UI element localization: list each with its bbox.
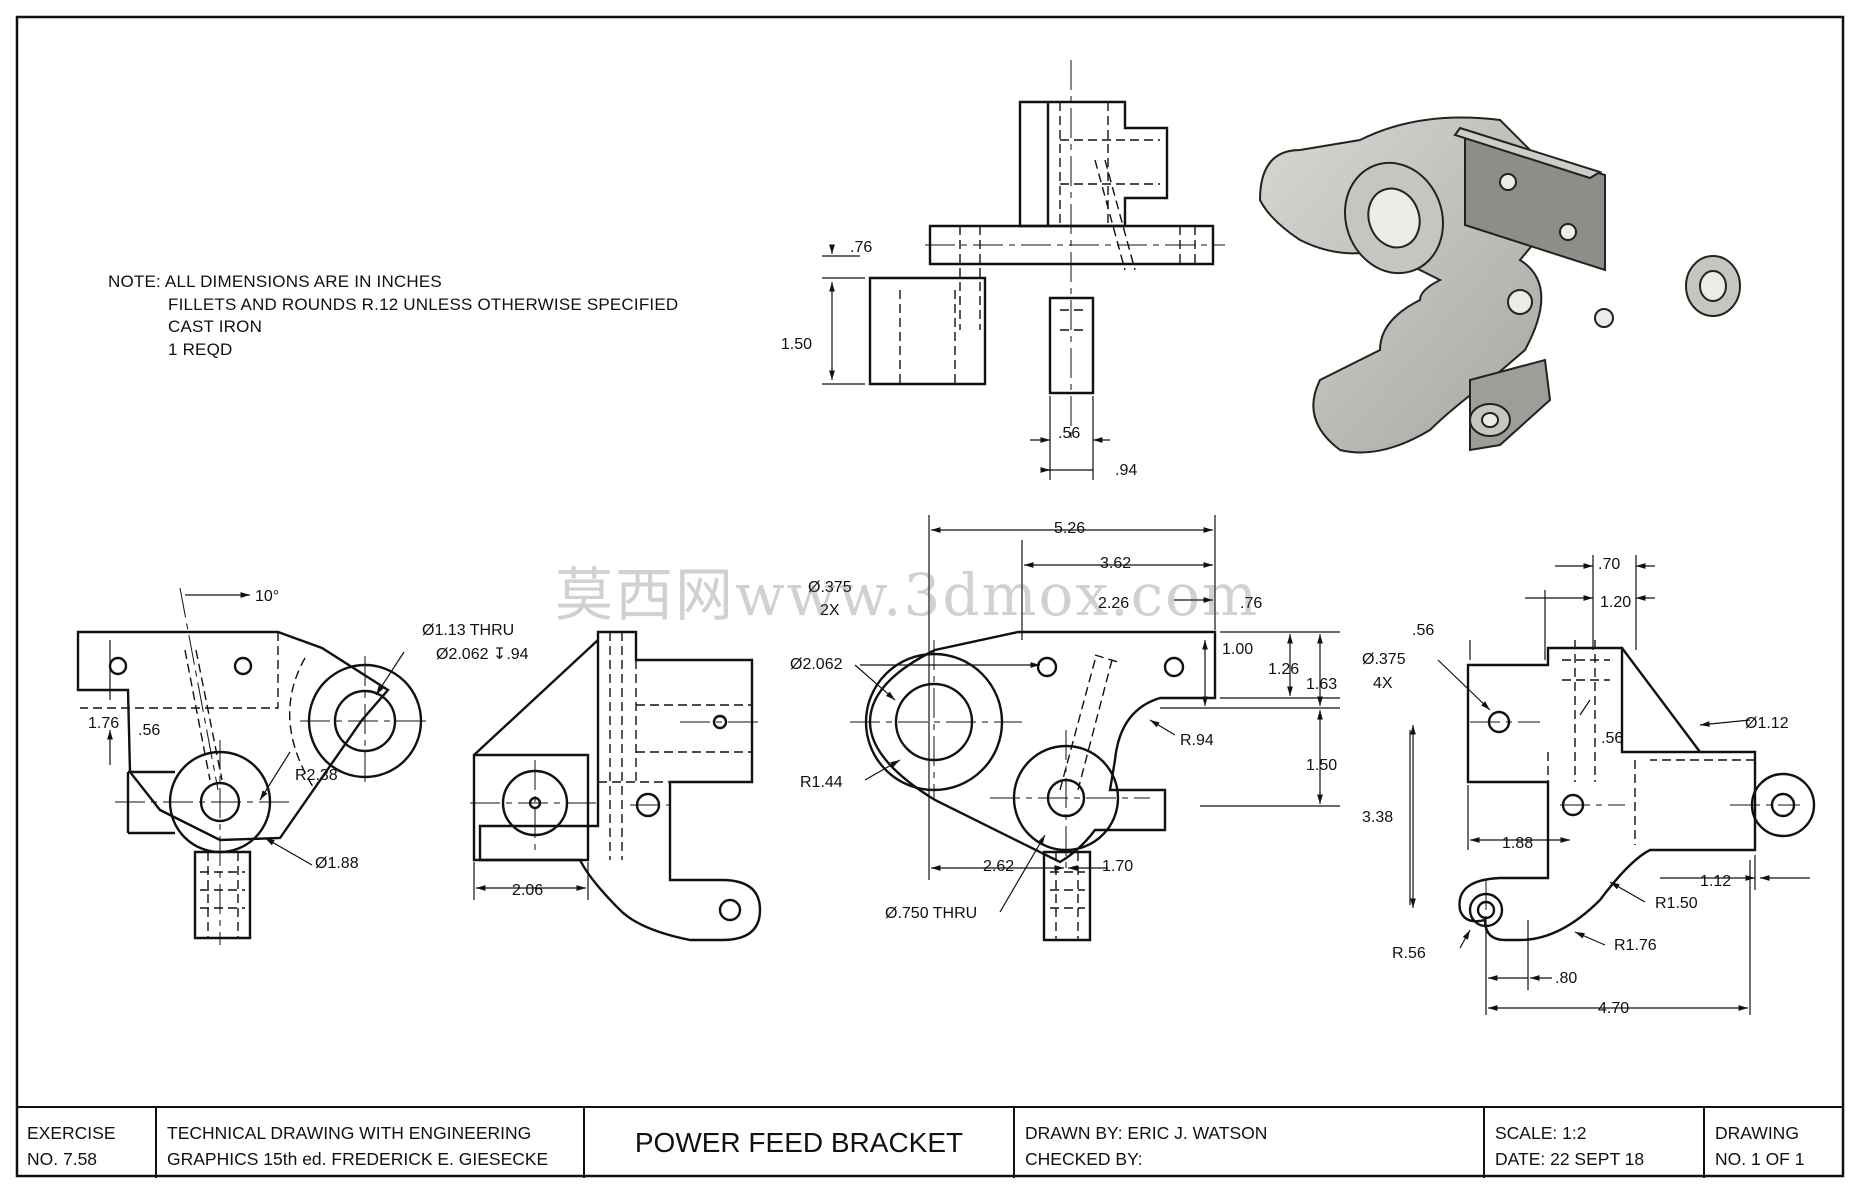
drawing-number: NO. 1 OF 1 [1715,1149,1805,1169]
dim-front-r144: R1.44 [800,774,843,791]
exercise-cell: EXERCISE NO. 7.58 [17,1108,157,1178]
top-view [868,60,1225,440]
dim-front-76: .76 [1240,595,1262,612]
drawn-by-cell: DRAWN BY: ERIC J. WATSON CHECKED BY: [1015,1108,1485,1178]
side-view [470,630,762,942]
dim-right-80: .80 [1555,970,1577,987]
dim-right-70: .70 [1598,556,1620,573]
title-cell: POWER FEED BRACKET [585,1108,1015,1178]
dim-top-150: 1.50 [781,336,812,353]
dim-left-thru: Ø1.13 THRU [422,622,514,639]
isometric-view [1258,116,1741,454]
date: DATE: 22 SEPT 18 [1495,1149,1645,1169]
dim-left-56: .56 [138,722,160,739]
title-block: EXERCISE NO. 7.58 TECHNICAL DRAWING WITH… [17,1106,1843,1178]
dim-right-d112: Ø1.12 [1745,715,1789,732]
dim-right-56b: .56 [1601,730,1623,747]
scale-date-cell: SCALE: 1:2 DATE: 22 SEPT 18 [1485,1108,1705,1178]
dim-right-120: 1.20 [1600,594,1631,611]
dim-top-76: .76 [850,239,872,256]
dim-front-126: 1.26 [1268,661,1299,678]
dim-front-362: 3.62 [1100,555,1131,572]
checked-by: CHECKED BY: [1025,1149,1143,1169]
drawn-by: DRAWN BY: ERIC J. WATSON [1025,1123,1268,1143]
dim-left-cbore: Ø2.062 ↧.94 [436,646,529,663]
dim-front-d750: Ø.750 THRU [885,905,977,922]
dim-front-2x: 2X [820,602,840,619]
note-line-3: CAST IRON [168,317,263,336]
note-line-1: NOTE: ALL DIMENSIONS ARE IN INCHES [108,272,442,291]
dim-right-4x: 4X [1373,675,1393,692]
dim-right-56a: .56 [1412,622,1434,639]
dim-top-56: .56 [1058,425,1080,442]
dim-left-d188: Ø1.88 [315,855,359,872]
sheet-border [15,15,1845,1178]
dim-left-10deg: 10° [255,588,279,605]
scale: SCALE: 1:2 [1495,1123,1587,1143]
note-line-2: FILLETS AND ROUNDS R.12 UNLESS OTHERWISE… [168,294,679,314]
drawing-number-cell: DRAWING NO. 1 OF 1 [1705,1108,1843,1178]
left-view [76,587,430,945]
dim-right-188: 1.88 [1502,835,1533,852]
textbook-line-2: GRAPHICS 15th ed. FREDERICK E. GIESECKE [167,1149,549,1169]
drawing-title: POWER FEED BRACKET [634,1127,964,1158]
dim-right-338: 3.38 [1362,809,1393,826]
textbook-line-1: TECHNICAL DRAWING WITH ENGINEERING [167,1123,532,1143]
dim-left-r238: R2.38 [295,767,338,784]
watermark: 莫西网www.3dmox.com [555,561,1259,629]
dim-front-526: 5.26 [1054,520,1085,537]
dim-top-94: .94 [1115,462,1137,479]
exercise-label: EXERCISE [27,1123,116,1143]
dim-front-262: 2.62 [983,858,1014,875]
textbook-cell: TECHNICAL DRAWING WITH ENGINEERING GRAPH… [157,1108,585,1178]
general-notes: NOTE: ALL DIMENSIONS ARE IN INCHES FILLE… [108,271,678,361]
dim-right-r56: R.56 [1392,945,1426,962]
note-line-4: 1 REQD [168,339,233,359]
front-view [850,515,1340,942]
dim-left-176: 1.76 [88,715,119,732]
dimension-labels: .76 1.50 .56 .94 10° Ø1.13 THRU Ø2.062 ↧… [88,239,1789,1017]
dim-front-100: 1.00 [1222,641,1253,658]
dim-front-d375: Ø.375 [808,579,852,596]
dim-right-d375: Ø.375 [1362,651,1406,668]
top-view-dims [822,244,1110,480]
dim-right-r176: R1.76 [1614,937,1657,954]
dim-right-470: 4.70 [1598,1000,1629,1017]
dim-front-226: 2.26 [1098,595,1129,612]
dim-front-d2062: Ø2.062 [790,656,843,673]
dim-front-150: 1.50 [1306,757,1337,774]
dim-front-r94: R.94 [1180,732,1214,749]
right-view [1409,555,1816,1015]
dim-front-163: 1.63 [1306,676,1337,693]
drawing-label: DRAWING [1715,1123,1799,1143]
dim-front-170: 1.70 [1102,858,1133,875]
dim-side-206: 2.06 [512,882,543,899]
exercise-number: NO. 7.58 [27,1149,98,1169]
dim-right-112: 1.12 [1700,873,1731,890]
dim-right-r150: R1.50 [1655,895,1698,912]
